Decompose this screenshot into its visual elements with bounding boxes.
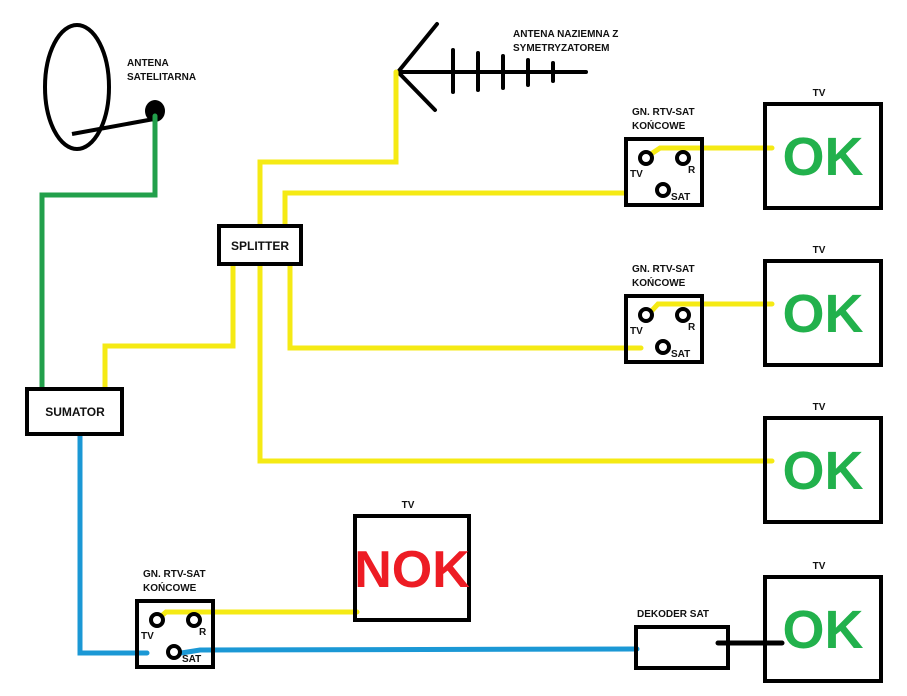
tv-port-label: TV (630, 169, 643, 180)
satellite-antenna: ANTENA SATELITARNA (43, 23, 196, 151)
cable-sumator-to-socket-3 (77, 431, 150, 656)
tv-port-icon (149, 612, 165, 628)
tv-label: TV (813, 88, 826, 99)
tv-label: TV (813, 561, 826, 572)
cable-socket-3-to-decoder (172, 646, 640, 657)
socket-title-2: KOŃCOWE (632, 276, 686, 289)
cable-socket-1-to-tv-1 (642, 145, 775, 161)
cable-antenna-to-splitter (257, 69, 399, 229)
radio-port-icon (675, 307, 691, 323)
satellite-dish-icon (43, 23, 111, 151)
satellite-antenna-label-1: ANTENA (127, 58, 169, 69)
tv: TV OK (763, 402, 883, 524)
radio-port-icon (186, 612, 202, 628)
tv-port-icon (638, 307, 654, 323)
tv-screen (763, 416, 883, 524)
tv-label: TV (402, 500, 415, 511)
socket-title-2: KOŃCOWE (143, 581, 197, 594)
status-ok: OK (783, 600, 864, 660)
satellite-arm-icon (71, 117, 155, 136)
radio-port-label: R (199, 627, 207, 638)
tv-screen (763, 102, 883, 210)
sat-port-icon (655, 339, 671, 355)
terrestrial-antenna-label-2: SYMETRYZATOREM (513, 43, 609, 54)
status-ok: OK (783, 127, 864, 187)
radio-port-label: R (688, 165, 696, 176)
socket-title-1: GN. RTV-SAT (632, 107, 695, 118)
splitter-label: SPLITTER (231, 239, 289, 253)
tv-label: TV (813, 245, 826, 256)
decoder: DEKODER SAT (634, 609, 730, 670)
status-ok: OK (783, 284, 864, 344)
socket-title-1: GN. RTV-SAT (143, 569, 206, 580)
sumator-label: SUMATOR (45, 405, 105, 419)
sat-port-label: SAT (671, 192, 690, 203)
cable-satellite-to-sumator (39, 113, 158, 391)
sumator: SUMATOR (25, 387, 124, 436)
decoder-label: DEKODER SAT (637, 609, 709, 620)
sat-port-icon (655, 182, 671, 198)
sat-port-icon (166, 644, 182, 660)
tv-screen (763, 259, 883, 367)
tv: TV NOK (353, 500, 471, 622)
radio-port-icon (675, 150, 691, 166)
cable-socket-2-to-tv-2 (642, 301, 775, 321)
splitter-box (217, 224, 303, 266)
socket-title-1: GN. RTV-SAT (632, 264, 695, 275)
splitter: SPLITTER (217, 224, 303, 266)
socket-box (135, 599, 215, 669)
terrestrial-antenna-label-1: ANTENA NAZIEMNA Z (513, 29, 618, 40)
status-ok: OK (783, 441, 864, 501)
tv: TV OK (763, 88, 883, 210)
satellite-antenna-label-2: SATELITARNA (127, 72, 196, 83)
sat-port-label: SAT (671, 349, 690, 360)
status-nok: NOK (354, 541, 470, 599)
radio-port-label: R (688, 322, 696, 333)
cable-splitter-to-socket-2 (287, 261, 644, 351)
yagi-antenna-icon (396, 22, 588, 112)
tv-screen (763, 575, 883, 683)
tv: TV OK (763, 561, 883, 683)
sat-port-label: SAT (182, 654, 201, 665)
tv-port-icon (638, 150, 654, 166)
socket-box (624, 137, 704, 207)
sumator-box (25, 387, 124, 436)
socket-title-2: KOŃCOWE (632, 119, 686, 132)
cable-splitter-to-tv-3 (257, 261, 775, 464)
cable-splitter-to-sumator (102, 261, 236, 391)
cable-splitter-to-socket-1 (282, 190, 627, 229)
decoder-box (634, 625, 730, 670)
tv: TV OK (763, 245, 883, 367)
tv-port-label: TV (141, 631, 154, 642)
terrestrial-antenna: ANTENA NAZIEMNA Z SYMETRYZATOREM (396, 22, 618, 112)
satellite-lnb-icon (145, 100, 165, 122)
tv-port-label: TV (630, 326, 643, 337)
tv-screen (353, 514, 471, 622)
socket-box (624, 294, 704, 364)
tv-label: TV (813, 402, 826, 413)
